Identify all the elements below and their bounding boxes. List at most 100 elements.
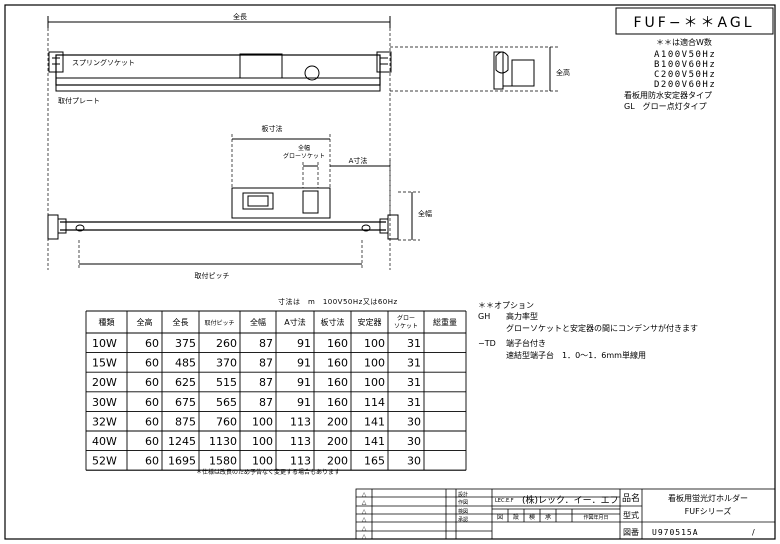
top-view [47, 16, 392, 270]
table-cell: 625 [175, 376, 196, 389]
table-cell: 141 [364, 435, 385, 448]
table-cell: 60 [145, 396, 159, 409]
table-cell: 114 [364, 396, 385, 409]
table-cell: 160 [327, 357, 348, 370]
table-cell: 91 [297, 337, 311, 350]
table-cell: 30W [92, 396, 117, 409]
table-cell: 100 [252, 435, 273, 448]
table-cell: 10W [92, 337, 117, 350]
bottom-view [47, 134, 420, 270]
table-cell: 30 [407, 455, 421, 468]
table-cell: 260 [216, 337, 237, 350]
table-cell: 370 [216, 357, 237, 370]
table-cell: 91 [297, 376, 311, 389]
table-cell: 200 [327, 455, 348, 468]
option-desc: 速結型端子台 1．0〜1．6mm単線用 [506, 350, 646, 360]
table-cell: 141 [364, 415, 385, 428]
total-height-label: 全高 [556, 68, 570, 77]
table-header: 板寸法 [321, 317, 345, 327]
table-cell: 100 [364, 337, 385, 350]
model-label: 型式 [623, 510, 639, 520]
table-cell: 31 [407, 337, 421, 350]
spring-socket-label: スプリングソケット [72, 58, 135, 67]
table-cell: 15W [92, 357, 117, 370]
table-cell: 60 [145, 376, 159, 389]
type-line: 看板用防水安定器タイプ [624, 90, 712, 100]
mount-plate-label: 取付プレート [58, 96, 100, 105]
drawing-label: 図番 [623, 527, 639, 537]
table-cell: 31 [407, 396, 421, 409]
table-cell: 1130 [209, 435, 237, 448]
table-cell: 91 [297, 396, 311, 409]
table-cell: 200 [327, 435, 348, 448]
product-name-1: 看板用蛍光灯ホルダー [668, 493, 748, 503]
stamp-label: 作図年月日 [583, 514, 608, 521]
table-cell: 875 [175, 415, 196, 428]
variant-line: D200V60Hz [654, 80, 716, 90]
stamp-label: 承 [545, 513, 551, 521]
table-header: 全幅 [250, 317, 266, 327]
variant-line: B100V60Hz [654, 60, 716, 70]
revision-mark: △ [362, 499, 367, 506]
table-header: A寸法 [284, 317, 305, 327]
table-cell: 60 [145, 337, 159, 350]
option-code: GH [478, 312, 490, 321]
variant-line: C200V50Hz [654, 70, 716, 80]
table-cell: 1580 [209, 455, 237, 468]
option-desc: グローソケットと安定器の間にコンデンサが付きます [506, 323, 698, 333]
table-cell: 91 [297, 357, 311, 370]
company-label: LEC.E.F [495, 498, 514, 504]
product-name-2: FUFシリーズ [685, 506, 732, 516]
table-cell: 565 [216, 396, 237, 409]
table-cell: 675 [175, 396, 196, 409]
table-cell: 20W [92, 376, 117, 389]
revision-mark: △ [362, 533, 367, 540]
table-cell: 485 [175, 357, 196, 370]
revision-mark: △ [362, 516, 367, 523]
table-cell: 113 [290, 415, 311, 428]
stamp-label: 図 [497, 514, 503, 521]
type-line: GL グロー点灯タイプ [624, 101, 707, 111]
side-view [390, 46, 560, 92]
table-header: 全長 [173, 317, 189, 327]
table-cell: 200 [327, 415, 348, 428]
table-cell: 32W [92, 415, 117, 428]
table-cell: 100 [252, 455, 273, 468]
table-cell: 160 [327, 396, 348, 409]
a-dim-label: A寸法 [349, 156, 368, 165]
option-name: 端子台付き [506, 338, 546, 348]
table-header: 全高 [137, 317, 153, 327]
variant-list: ＊＊は適合W数 A100V50Hz B100V60Hz C200V50Hz D2… [624, 37, 716, 111]
table-header: 取付ピッチ [204, 319, 234, 327]
variant-line: A100V50Hz [654, 50, 716, 60]
option-code: −TD [478, 339, 496, 348]
table-cell: 30 [407, 415, 421, 428]
drawing-number: U970515A [652, 528, 699, 537]
board-dim-label: 板寸法 [262, 124, 283, 133]
title-block [355, 488, 776, 540]
table-cell: 60 [145, 455, 159, 468]
check-label: 設計 [458, 491, 468, 498]
revision-mark: △ [362, 508, 367, 515]
table-cell: 113 [290, 455, 311, 468]
table-cell: 100 [364, 376, 385, 389]
table-cell: 1695 [168, 455, 196, 468]
sheet-number: / [752, 528, 755, 537]
table-header: ソケット [394, 323, 418, 330]
table-cell: 87 [259, 396, 273, 409]
mount-pitch-label: 取付ピッチ [195, 271, 230, 280]
glow-socket-label: グローソケット [283, 152, 325, 160]
table-cell: 1245 [168, 435, 196, 448]
table-note-bottom: ＊仕様は改良のため予告なく変更する場合もあります [196, 468, 340, 476]
table-cell: 100 [252, 415, 273, 428]
table-cell: 87 [259, 376, 273, 389]
options-block: ＊＊オプション GH 高力率型 グローソケットと安定器の間にコンデンサが付きます… [478, 301, 698, 360]
table-cell: 515 [216, 376, 237, 389]
stamp-label: 検 [529, 513, 535, 521]
table-cell: 165 [364, 455, 385, 468]
table-cell: 60 [145, 415, 159, 428]
stamp-label: 設 [513, 513, 519, 521]
